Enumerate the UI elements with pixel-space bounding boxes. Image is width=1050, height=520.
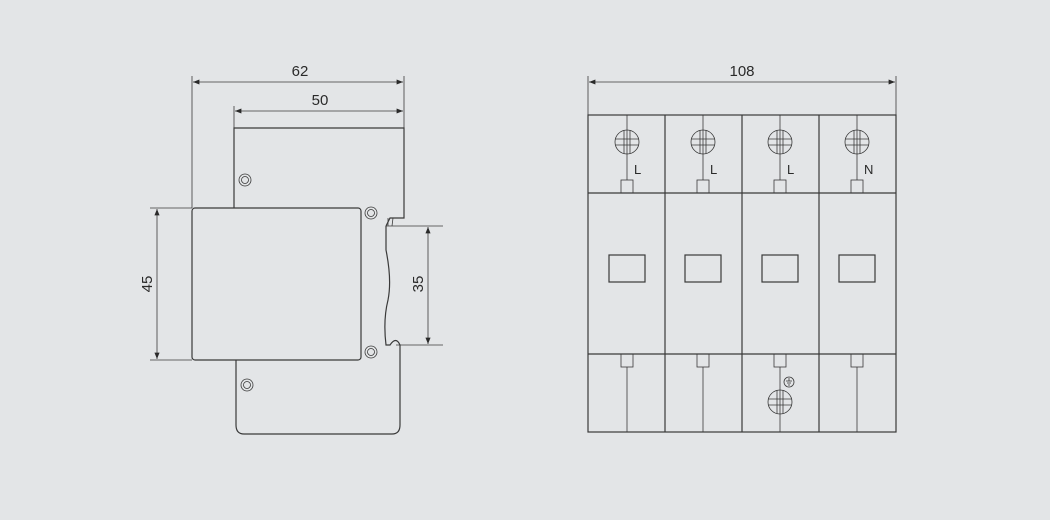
connector-pin: [850, 353, 864, 368]
terminal-screw-icon: [767, 389, 793, 415]
terminal-screw-icon: [690, 129, 716, 155]
pole-label: L: [710, 162, 717, 177]
connector-pin: [773, 353, 787, 368]
connector-pin: [696, 179, 710, 194]
dim-label-35: 35: [410, 276, 427, 293]
screw-icon: [364, 345, 378, 359]
status-window: [608, 254, 646, 283]
terminal-screw-icon: [844, 129, 870, 155]
pole-label: L: [634, 162, 641, 177]
terminal-screw-icon: [767, 129, 793, 155]
pole-module: L: [684, 115, 722, 432]
connector-pin: [696, 353, 710, 368]
screw-icon: [364, 206, 378, 220]
screw-icon: [240, 378, 254, 392]
pole-label: L: [787, 162, 794, 177]
dim-label-50: 50: [312, 92, 329, 109]
connector-pin: [773, 179, 787, 194]
connector-pin: [620, 353, 634, 368]
pole-module: L: [608, 115, 646, 432]
pole-label: N: [864, 162, 873, 177]
ground-icon: [783, 376, 795, 388]
status-window: [838, 254, 876, 283]
status-window: [684, 254, 722, 283]
screw-icon: [238, 173, 252, 187]
side-view: 62 50 45 35: [139, 63, 443, 435]
pole-module: L: [761, 115, 799, 432]
dim-label-108: 108: [729, 63, 754, 80]
connector-pin: [620, 179, 634, 194]
front-cover: [191, 207, 362, 361]
dim-label-62: 62: [292, 63, 309, 80]
status-window: [761, 254, 799, 283]
dim-label-45: 45: [139, 276, 156, 293]
body-lower-outline: [235, 226, 401, 435]
body-upper-outline: [233, 127, 405, 227]
terminal-screw-icon: [614, 129, 640, 155]
front-view: 108 L L L N: [587, 63, 897, 433]
connector-pin: [850, 179, 864, 194]
pole-module: N: [838, 115, 876, 432]
